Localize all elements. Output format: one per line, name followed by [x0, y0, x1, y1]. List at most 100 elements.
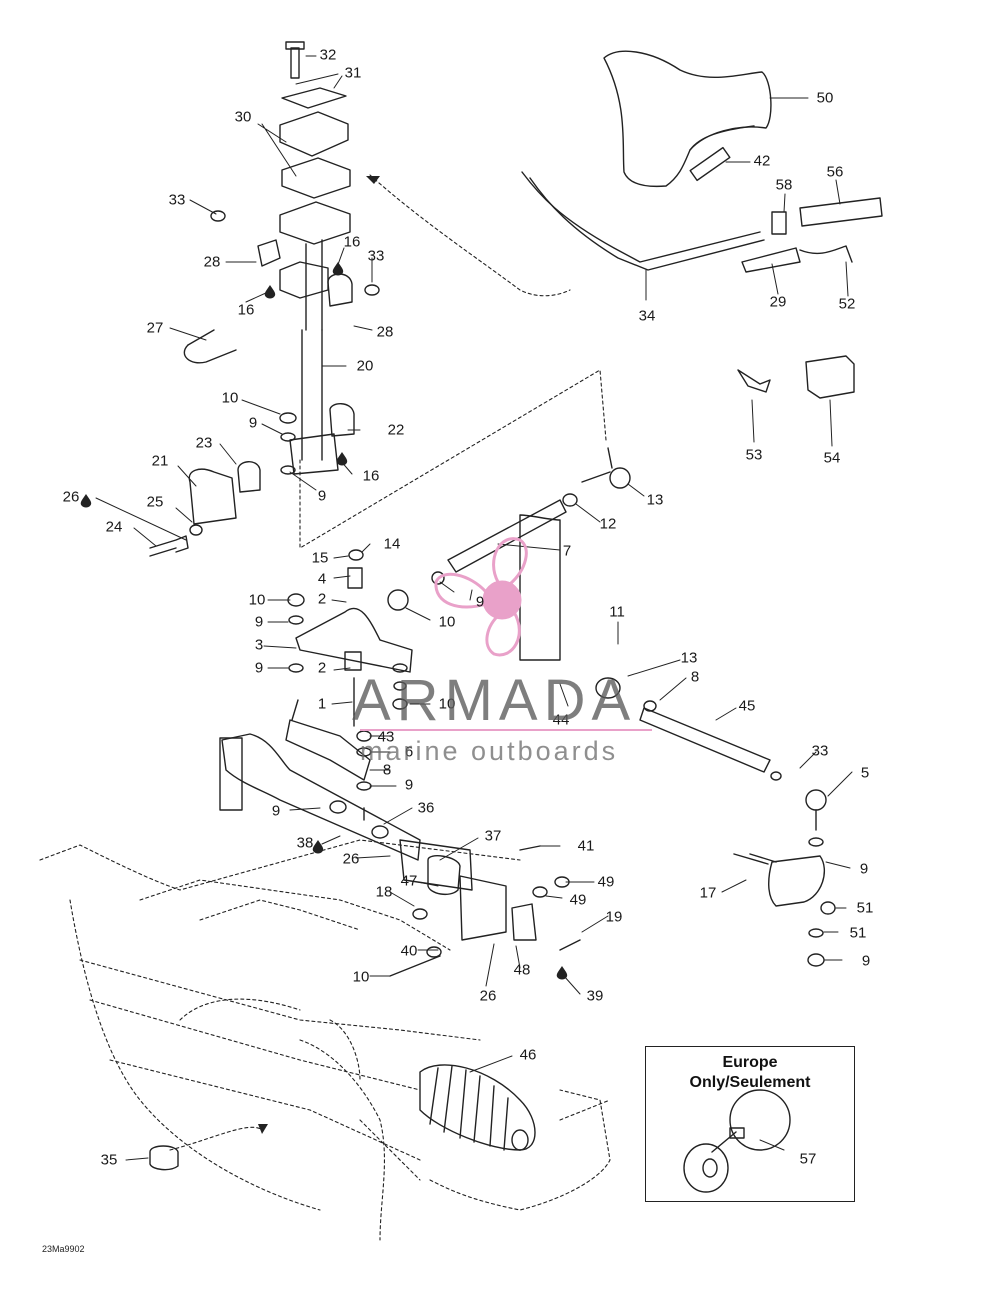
watermark-brand: ARMADA [352, 668, 637, 733]
callout-label-44: 44 [552, 711, 570, 729]
callout-label-20: 20 [356, 357, 374, 375]
inset-part-label: 57 [799, 1150, 817, 1168]
callout-label-3: 3 [254, 636, 264, 654]
callout-label-2: 2 [317, 590, 327, 608]
callout-label-16: 16 [343, 233, 361, 251]
callout-label-17: 17 [699, 884, 717, 902]
callout-label-25: 25 [146, 493, 164, 511]
callout-label-4: 4 [317, 570, 327, 588]
callout-label-52: 52 [838, 295, 856, 313]
europe-inset-box: Europe Only/Seulement [645, 1046, 855, 1202]
callout-label-45: 45 [738, 697, 756, 715]
callout-label-53: 53 [745, 446, 763, 464]
callout-label-46: 46 [519, 1046, 537, 1064]
callout-label-13: 13 [680, 649, 698, 667]
callout-label-6: 6 [404, 743, 414, 761]
europe-inset-title-line1: Europe [722, 1054, 778, 1071]
callout-label-10: 10 [248, 591, 266, 609]
callout-label-11: 11 [609, 603, 625, 621]
callout-label-28: 28 [203, 253, 221, 271]
callout-label-51: 51 [856, 899, 874, 917]
callout-label-37: 37 [484, 827, 502, 845]
europe-inset-title-line2: Only/Seulement [689, 1074, 811, 1091]
callout-label-50: 50 [816, 89, 834, 107]
callout-label-35: 35 [100, 1151, 118, 1169]
callout-label-19: 19 [605, 908, 623, 926]
callout-label-33: 33 [811, 742, 829, 760]
callout-label-32: 32 [319, 46, 337, 64]
lubricant-drop-symbols [80, 262, 568, 980]
callout-label-36: 36 [417, 799, 435, 817]
callout-label-9: 9 [475, 593, 485, 611]
callout-label-43: 43 [377, 728, 395, 746]
watermark-subtitle: marine outboards [360, 736, 619, 766]
callout-label-16: 16 [362, 467, 380, 485]
callout-label-30: 30 [234, 108, 252, 126]
callout-label-56: 56 [826, 163, 844, 181]
callout-label-9: 9 [248, 414, 258, 432]
callout-label-10: 10 [221, 389, 239, 407]
callout-label-5: 5 [860, 764, 870, 782]
callout-label-22: 22 [387, 421, 405, 439]
callout-label-38: 38 [296, 834, 314, 852]
callout-label-23: 23 [195, 434, 213, 452]
callout-label-15: 15 [311, 549, 329, 567]
callout-label-16: 16 [237, 301, 255, 319]
callout-label-33: 33 [367, 247, 385, 265]
callout-label-14: 14 [383, 535, 401, 553]
callout-label-9: 9 [271, 802, 281, 820]
callout-label-41: 41 [577, 837, 595, 855]
callout-label-9: 9 [404, 776, 414, 794]
callout-label-26: 26 [342, 850, 360, 868]
callout-label-10: 10 [352, 968, 370, 986]
callout-label-9: 9 [254, 659, 264, 677]
callout-label-26: 26 [479, 987, 497, 1005]
callout-label-51: 51 [849, 924, 867, 942]
callout-label-29: 29 [769, 293, 787, 311]
callout-label-31: 31 [344, 64, 362, 82]
callout-label-47: 47 [400, 872, 418, 890]
callout-label-8: 8 [382, 761, 392, 779]
callout-label-12: 12 [599, 515, 617, 533]
callout-label-26: 26 [62, 488, 80, 506]
callout-label-1: 1 [317, 695, 327, 713]
callout-label-54: 54 [823, 449, 841, 467]
callout-label-27: 27 [146, 319, 164, 337]
callout-label-33: 33 [168, 191, 186, 209]
callout-label-2: 2 [317, 659, 327, 677]
callout-label-42: 42 [753, 152, 771, 170]
callout-label-24: 24 [105, 518, 123, 536]
callout-label-48: 48 [513, 961, 531, 979]
callout-label-8: 8 [690, 668, 700, 686]
callout-label-13: 13 [646, 491, 664, 509]
steering-linkage [219, 467, 827, 941]
horn-bulb-drawing [683, 1089, 791, 1193]
direction-arrows [258, 176, 380, 1134]
callout-label-18: 18 [375, 883, 393, 901]
callout-label-49: 49 [597, 873, 615, 891]
callout-label-9: 9 [859, 860, 869, 878]
callout-label-9: 9 [317, 487, 327, 505]
leader-lines [95, 55, 853, 1161]
callout-label-21: 21 [151, 452, 169, 470]
callout-label-9: 9 [861, 952, 871, 970]
fasteners [287, 447, 836, 977]
rubber-boot-part [149, 1064, 536, 1171]
callout-label-34: 34 [638, 307, 656, 325]
callout-label-9: 9 [254, 613, 264, 631]
propeller-logo [434, 537, 528, 657]
callout-label-58: 58 [775, 176, 793, 194]
handlebar-assembly [521, 50, 883, 399]
europe-inset-title: Europe Only/Seulement [646, 1053, 854, 1093]
callout-label-10: 10 [438, 695, 456, 713]
callout-label-28: 28 [376, 323, 394, 341]
callout-label-40: 40 [400, 942, 418, 960]
callout-label-49: 49 [569, 891, 587, 909]
callout-label-7: 7 [562, 542, 572, 560]
steering-column-assembly [149, 41, 380, 557]
callout-label-10: 10 [438, 613, 456, 631]
hull-frame-outline [39, 174, 611, 1241]
callout-label-39: 39 [586, 987, 604, 1005]
